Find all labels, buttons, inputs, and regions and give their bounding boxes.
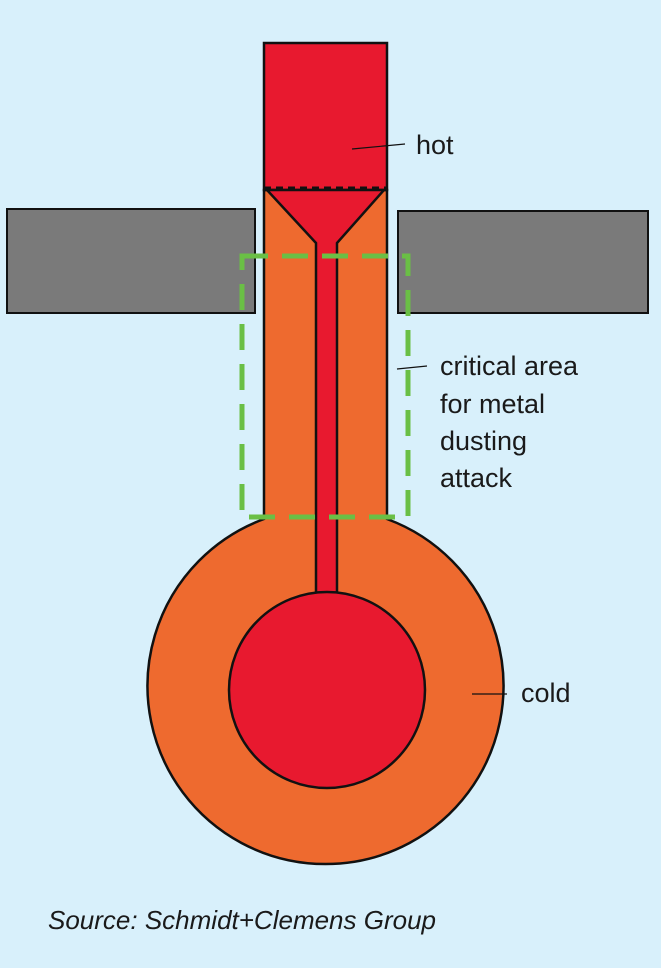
source-caption: Source: Schmidt+Clemens Group — [48, 905, 437, 935]
hot-cap — [262, 41, 389, 192]
critical-area-label-line-4: attack — [440, 463, 513, 493]
cold-label: cold — [521, 678, 571, 708]
wall-right — [397, 210, 649, 314]
cold-core — [227, 590, 427, 790]
critical-area-box — [239, 253, 411, 520]
critical-area-label-line-1: critical area — [440, 351, 579, 381]
wall-left — [6, 208, 256, 314]
hot-label: hot — [416, 130, 454, 160]
critical-area-leader-line — [396, 365, 428, 370]
critical-area-label-line-3: dusting — [440, 426, 527, 456]
critical-area-label-line-2: for metal — [440, 389, 545, 419]
hot-leader-line — [351, 143, 406, 150]
